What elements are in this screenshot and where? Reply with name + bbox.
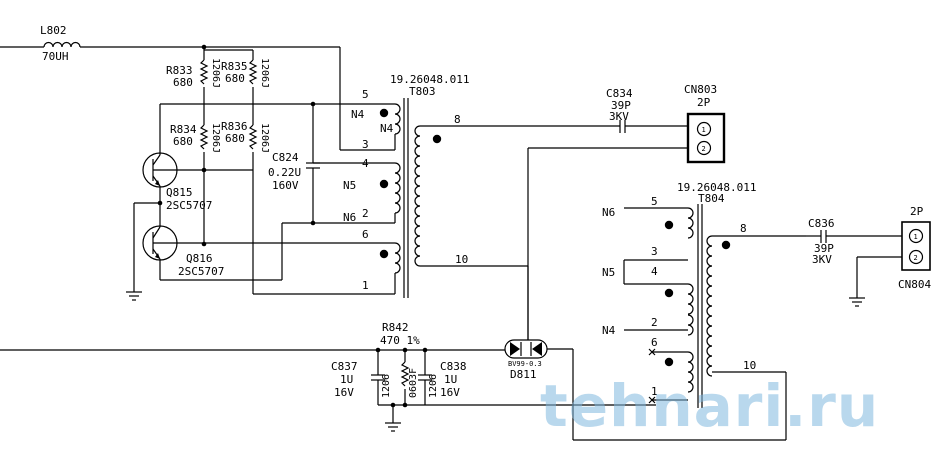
- t804-pin8: 8: [740, 222, 747, 235]
- t803-part-number: 19.26048.011: [390, 73, 469, 86]
- c834-value: 39P: [611, 99, 631, 112]
- t803-pin3: 3: [362, 138, 369, 151]
- diode-d811: [504, 266, 548, 359]
- cn804-ref: CN804: [898, 278, 931, 291]
- t803-pin2: 2: [362, 207, 369, 220]
- r833-value: 680: [173, 76, 193, 89]
- t804-part-number: 19.26048.011: [677, 181, 756, 194]
- cn804-pin1: 1: [914, 233, 918, 241]
- t804-n6-label: N6: [602, 206, 615, 219]
- transistor-q815: [142, 152, 253, 188]
- r834-package: 1206J: [210, 123, 221, 153]
- t803-pin6: 6: [362, 228, 369, 241]
- c834-voltage: 3KV: [609, 110, 629, 123]
- r835-ref: R835: [221, 60, 248, 73]
- l802-ref: L802: [40, 24, 67, 37]
- t803-n4b-label: N4: [380, 122, 394, 135]
- c824-value: 0.22U: [268, 166, 301, 179]
- t804-pin3: 3: [651, 245, 658, 258]
- cn804-type: 2P: [910, 205, 924, 218]
- t803-pin10: 10: [455, 253, 468, 266]
- c836-value: 39P: [814, 242, 834, 255]
- q815-ref: Q815: [166, 186, 193, 199]
- r842-ref: R842: [382, 321, 409, 334]
- cn803-pin1: 1: [702, 126, 706, 134]
- c834-ref: C834: [606, 87, 633, 100]
- c836-voltage: 3KV: [812, 253, 832, 266]
- c838-ref: C838: [440, 360, 467, 373]
- cn803-pin2: 2: [702, 145, 706, 153]
- c837-package: 1206: [381, 374, 392, 398]
- q816-ref: Q816: [186, 252, 213, 265]
- t804-pin5: 5: [651, 195, 658, 208]
- t804-n4-label: N4: [602, 324, 616, 337]
- t803-n6-label: N6: [343, 211, 356, 224]
- r842-package: 0603F: [408, 368, 419, 398]
- c837-voltage: 16V: [334, 386, 354, 399]
- cn803-type: 2P: [697, 96, 711, 109]
- l802-value: 70UH: [42, 50, 69, 63]
- t803-n4-label: N4: [351, 108, 365, 121]
- c838-voltage: 16V: [440, 386, 460, 399]
- r835-value: 680: [225, 72, 245, 85]
- q815-part: 2SC5707: [166, 199, 212, 212]
- c838-value: 1U: [444, 373, 457, 386]
- t804-pin4: 4: [651, 265, 658, 278]
- transistor-q816: [142, 225, 395, 261]
- connector-cn804: 1 2: [901, 221, 931, 271]
- t804-pin2: 2: [651, 316, 658, 329]
- t804-ref: T804: [698, 192, 725, 205]
- t804-pin10: 10: [743, 359, 756, 372]
- t804-n5-label: N5: [602, 266, 615, 279]
- c838-package: 1206: [428, 374, 439, 398]
- t803-n5-label: N5: [343, 179, 356, 192]
- r834-value: 680: [173, 135, 193, 148]
- transformer-t804: [623, 204, 731, 408]
- r833-ref: R833: [166, 64, 193, 77]
- t803-pin8: 8: [454, 113, 461, 126]
- t804-pin1: 1: [651, 385, 658, 398]
- c837-value: 1U: [340, 373, 353, 386]
- r835-package: 1206J: [259, 58, 270, 88]
- cn803-ref: CN803: [684, 83, 717, 96]
- r834-ref: R834: [170, 123, 197, 136]
- connector-cn803: 1 2: [686, 112, 726, 164]
- d811-ref: D811: [510, 368, 537, 381]
- t803-ref: T803: [409, 85, 436, 98]
- c837-ref: C837: [331, 360, 358, 373]
- d811-part: BV99-0.3: [508, 360, 542, 368]
- t804-pin6: 6: [651, 336, 658, 349]
- r842-value: 470 1%: [380, 334, 420, 347]
- cn804-pin2: 2: [914, 254, 918, 262]
- inductor-l802: L802 70UH: [0, 24, 340, 63]
- c824-ref: C824: [272, 151, 299, 164]
- watermark-text: tehnari.ru: [540, 372, 879, 440]
- q816-part: 2SC5707: [178, 265, 224, 278]
- r833-package: 1206J: [210, 58, 221, 88]
- c824-voltage: 160V: [272, 179, 299, 192]
- r836-ref: R836: [221, 120, 248, 133]
- r836-value: 680: [225, 132, 245, 145]
- c836-ref: C836: [808, 217, 835, 230]
- t803-pin5: 5: [362, 88, 369, 101]
- t803-pin4: 4: [362, 157, 369, 170]
- transformer-t803: [379, 98, 442, 298]
- t803-pin1: 1: [362, 279, 369, 292]
- r836-package: 1206J: [259, 123, 270, 153]
